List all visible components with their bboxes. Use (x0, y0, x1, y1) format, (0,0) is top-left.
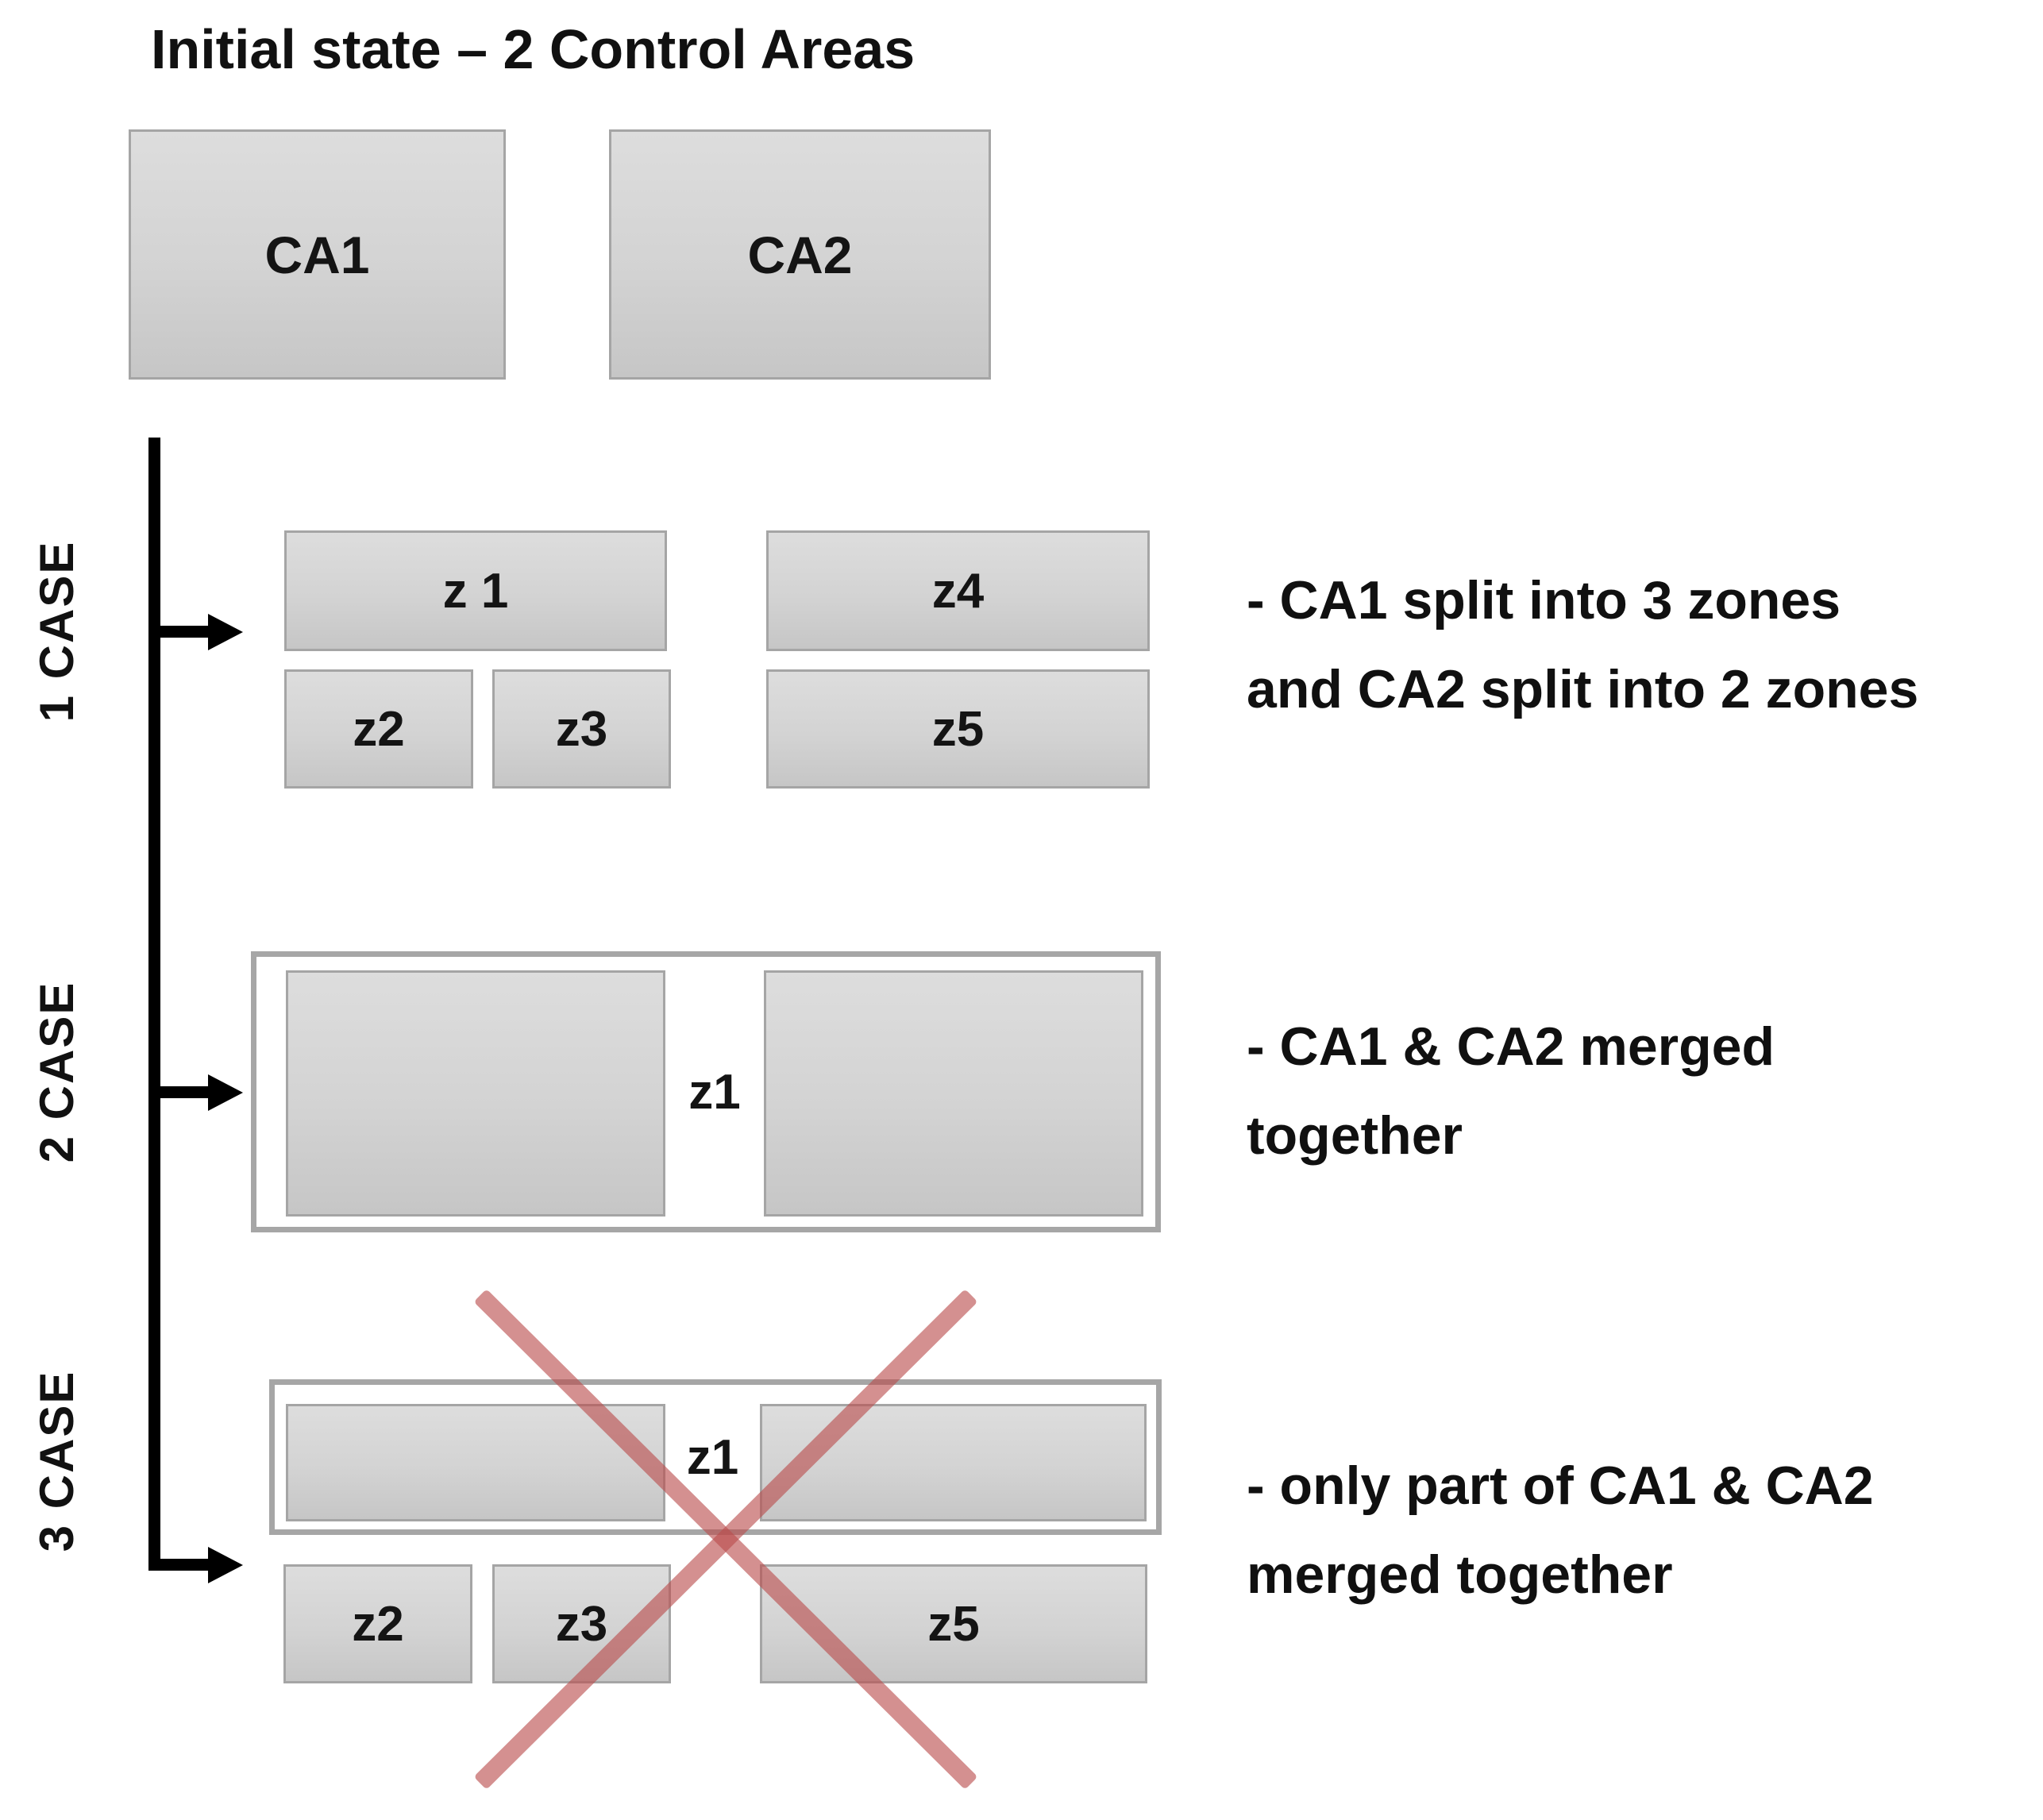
case3-zone-z3-label: z3 (555, 1596, 608, 1652)
case1-zone-z5-label: z5 (931, 701, 985, 757)
case1-zone-z3-label: z3 (555, 701, 608, 757)
timeline-vertical-line (148, 438, 160, 1571)
case3-zone-z2-box: z2 (283, 1564, 472, 1683)
case2-note-line2: together (1247, 1105, 1463, 1166)
case3-note-line2: merged together (1247, 1544, 1673, 1605)
case3-arrow-stem (148, 1559, 210, 1571)
case3-note-line1: - only part of CA1 & CA2 (1247, 1456, 1874, 1516)
case3-merged-part-right (760, 1404, 1147, 1521)
ca1-label: CA1 (264, 225, 370, 284)
case1-note: - CA1 split into 3 zones and CA2 split i… (1247, 556, 1918, 734)
case1-zone-z2-box: z2 (284, 669, 473, 789)
case3-note: - only part of CA1 & CA2 merged together (1247, 1441, 1874, 1619)
case1-zone-z2-label: z2 (353, 701, 405, 757)
case1-note-line1: - CA1 split into 3 zones (1247, 570, 1841, 630)
case1-zone-z1-box: z 1 (284, 530, 667, 651)
case2-side-label: 2 CASE (30, 981, 83, 1163)
case1-zone-z4-box: z4 (766, 530, 1150, 651)
ca2-label: CA2 (747, 225, 853, 284)
case2-merged-part-left (286, 970, 665, 1217)
case1-arrow-stem (156, 626, 210, 638)
control-area-ca1-box: CA1 (129, 129, 506, 380)
case1-arrow-icon (208, 614, 243, 650)
case2-merged-part-right (764, 970, 1143, 1217)
case2-note-line1: - CA1 & CA2 merged (1247, 1016, 1775, 1077)
case1-zone-z4-label: z4 (931, 563, 985, 619)
case2-zone-z1-label: z1 (688, 1065, 741, 1120)
case1-zone-z5-box: z5 (766, 669, 1150, 789)
case3-zone-z1-label: z1 (686, 1430, 739, 1485)
case1-side-label: 1 CASE (30, 540, 83, 723)
case1-zone-z1-label: z 1 (442, 563, 509, 619)
case3-arrow-icon (208, 1547, 243, 1583)
case2-note: - CA1 & CA2 merged together (1247, 1002, 1775, 1180)
page-title: Initial state – 2 Control Areas (151, 18, 915, 80)
case1-note-line2: and CA2 split into 2 zones (1247, 659, 1919, 719)
case3-zone-z5-label: z5 (927, 1596, 980, 1652)
case3-side-label: 3 CASE (30, 1370, 83, 1552)
control-area-ca2-box: CA2 (609, 129, 991, 380)
case2-arrow-stem (156, 1086, 210, 1098)
case2-arrow-icon (208, 1074, 243, 1111)
case1-zone-z3-box: z3 (492, 669, 671, 789)
case3-zone-z2-label: z2 (352, 1596, 404, 1652)
